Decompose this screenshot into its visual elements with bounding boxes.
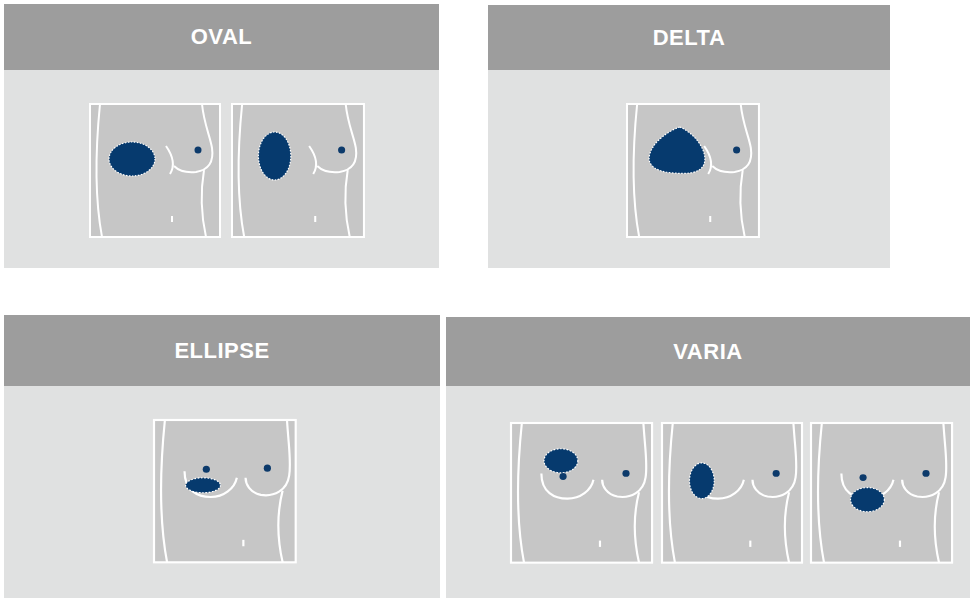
panel-body (446, 386, 970, 598)
panel-title: ELLIPSE (174, 338, 269, 364)
panel-header: OVAL (4, 4, 439, 70)
torso-figure (627, 104, 759, 237)
panel-body (4, 386, 440, 598)
panel-title: VARIA (673, 339, 742, 365)
category-panel: OVAL (4, 4, 439, 268)
implant-shape (649, 127, 705, 173)
panel-body (4, 70, 439, 268)
implant-shape (544, 449, 578, 473)
panel-header: VARIA (446, 317, 970, 386)
panel-title: DELTA (653, 25, 726, 51)
panel-header: DELTA (488, 5, 890, 70)
category-panel: ELLIPSE (4, 315, 440, 598)
implant-shape (109, 142, 155, 176)
category-panel: VARIA (446, 317, 970, 598)
torso-figure (511, 423, 652, 563)
implant-shape (850, 488, 884, 512)
panel-body (488, 70, 890, 268)
torso-figure (662, 423, 802, 563)
torso-figure (154, 420, 296, 562)
implant-shape (258, 132, 290, 180)
implant-shape (186, 478, 221, 493)
implant-shape (689, 463, 714, 499)
category-panel: DELTA (488, 5, 890, 268)
panel-header: ELLIPSE (4, 315, 440, 386)
torso-figure (232, 104, 364, 237)
torso-figure (811, 423, 952, 563)
torso-figure (90, 104, 220, 237)
panel-title: OVAL (191, 24, 252, 50)
